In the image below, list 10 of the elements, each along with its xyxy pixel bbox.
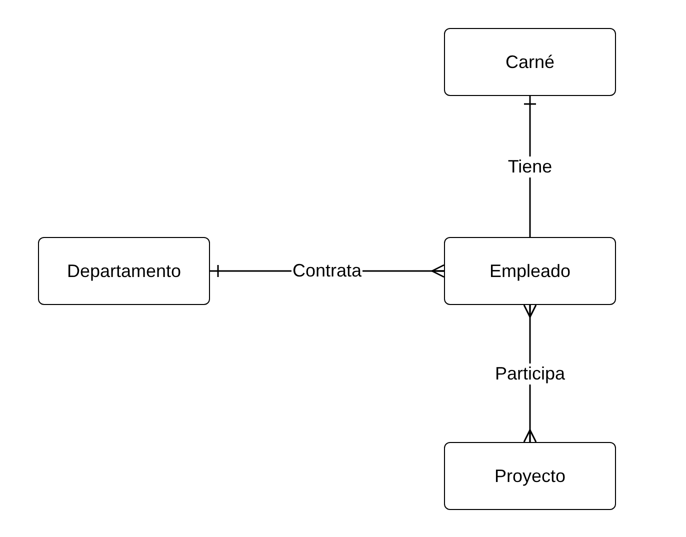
entity-name: Carné <box>505 52 555 72</box>
edge-label: Participa <box>494 363 566 384</box>
entity-name: Empleado <box>489 260 571 282</box>
entity-name: Departamento <box>66 260 182 282</box>
entity-box <box>444 28 616 96</box>
entity-name: Proyecto <box>494 466 566 486</box>
entity-box <box>38 237 210 305</box>
entity-box <box>444 237 616 305</box>
entity-box <box>444 442 616 510</box>
edge-label: Tiene <box>506 156 554 177</box>
